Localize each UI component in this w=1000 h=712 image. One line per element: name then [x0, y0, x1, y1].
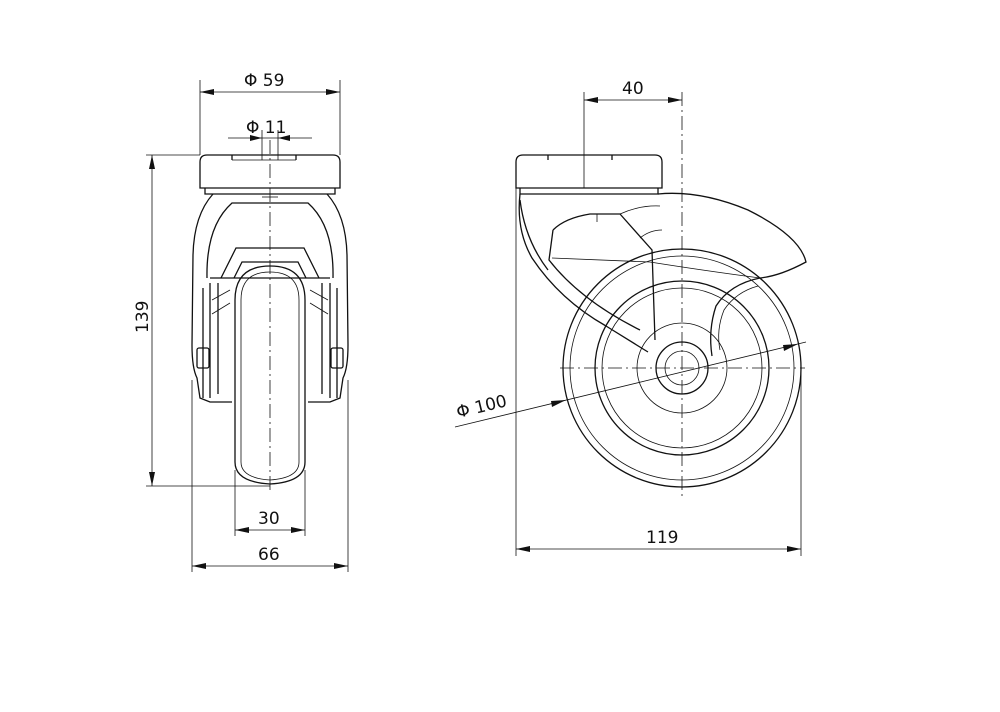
dim-wheel-diameter: Φ 100 [454, 391, 509, 422]
dim-bolt-hole-diameter: Φ 11 [246, 118, 286, 138]
front-view: Φ 59 Φ 11 139 30 66 [133, 71, 349, 572]
dim-offset: 40 [622, 79, 644, 99]
dim-wheel-width: 30 [258, 509, 280, 529]
dim-overall-height: 139 [133, 301, 153, 333]
dim-overall-length: 119 [646, 528, 678, 548]
dim-top-diameter: Φ 59 [244, 71, 284, 91]
dim-overall-width: 66 [258, 545, 280, 565]
side-view: 40 Φ 100 119 [454, 79, 807, 556]
